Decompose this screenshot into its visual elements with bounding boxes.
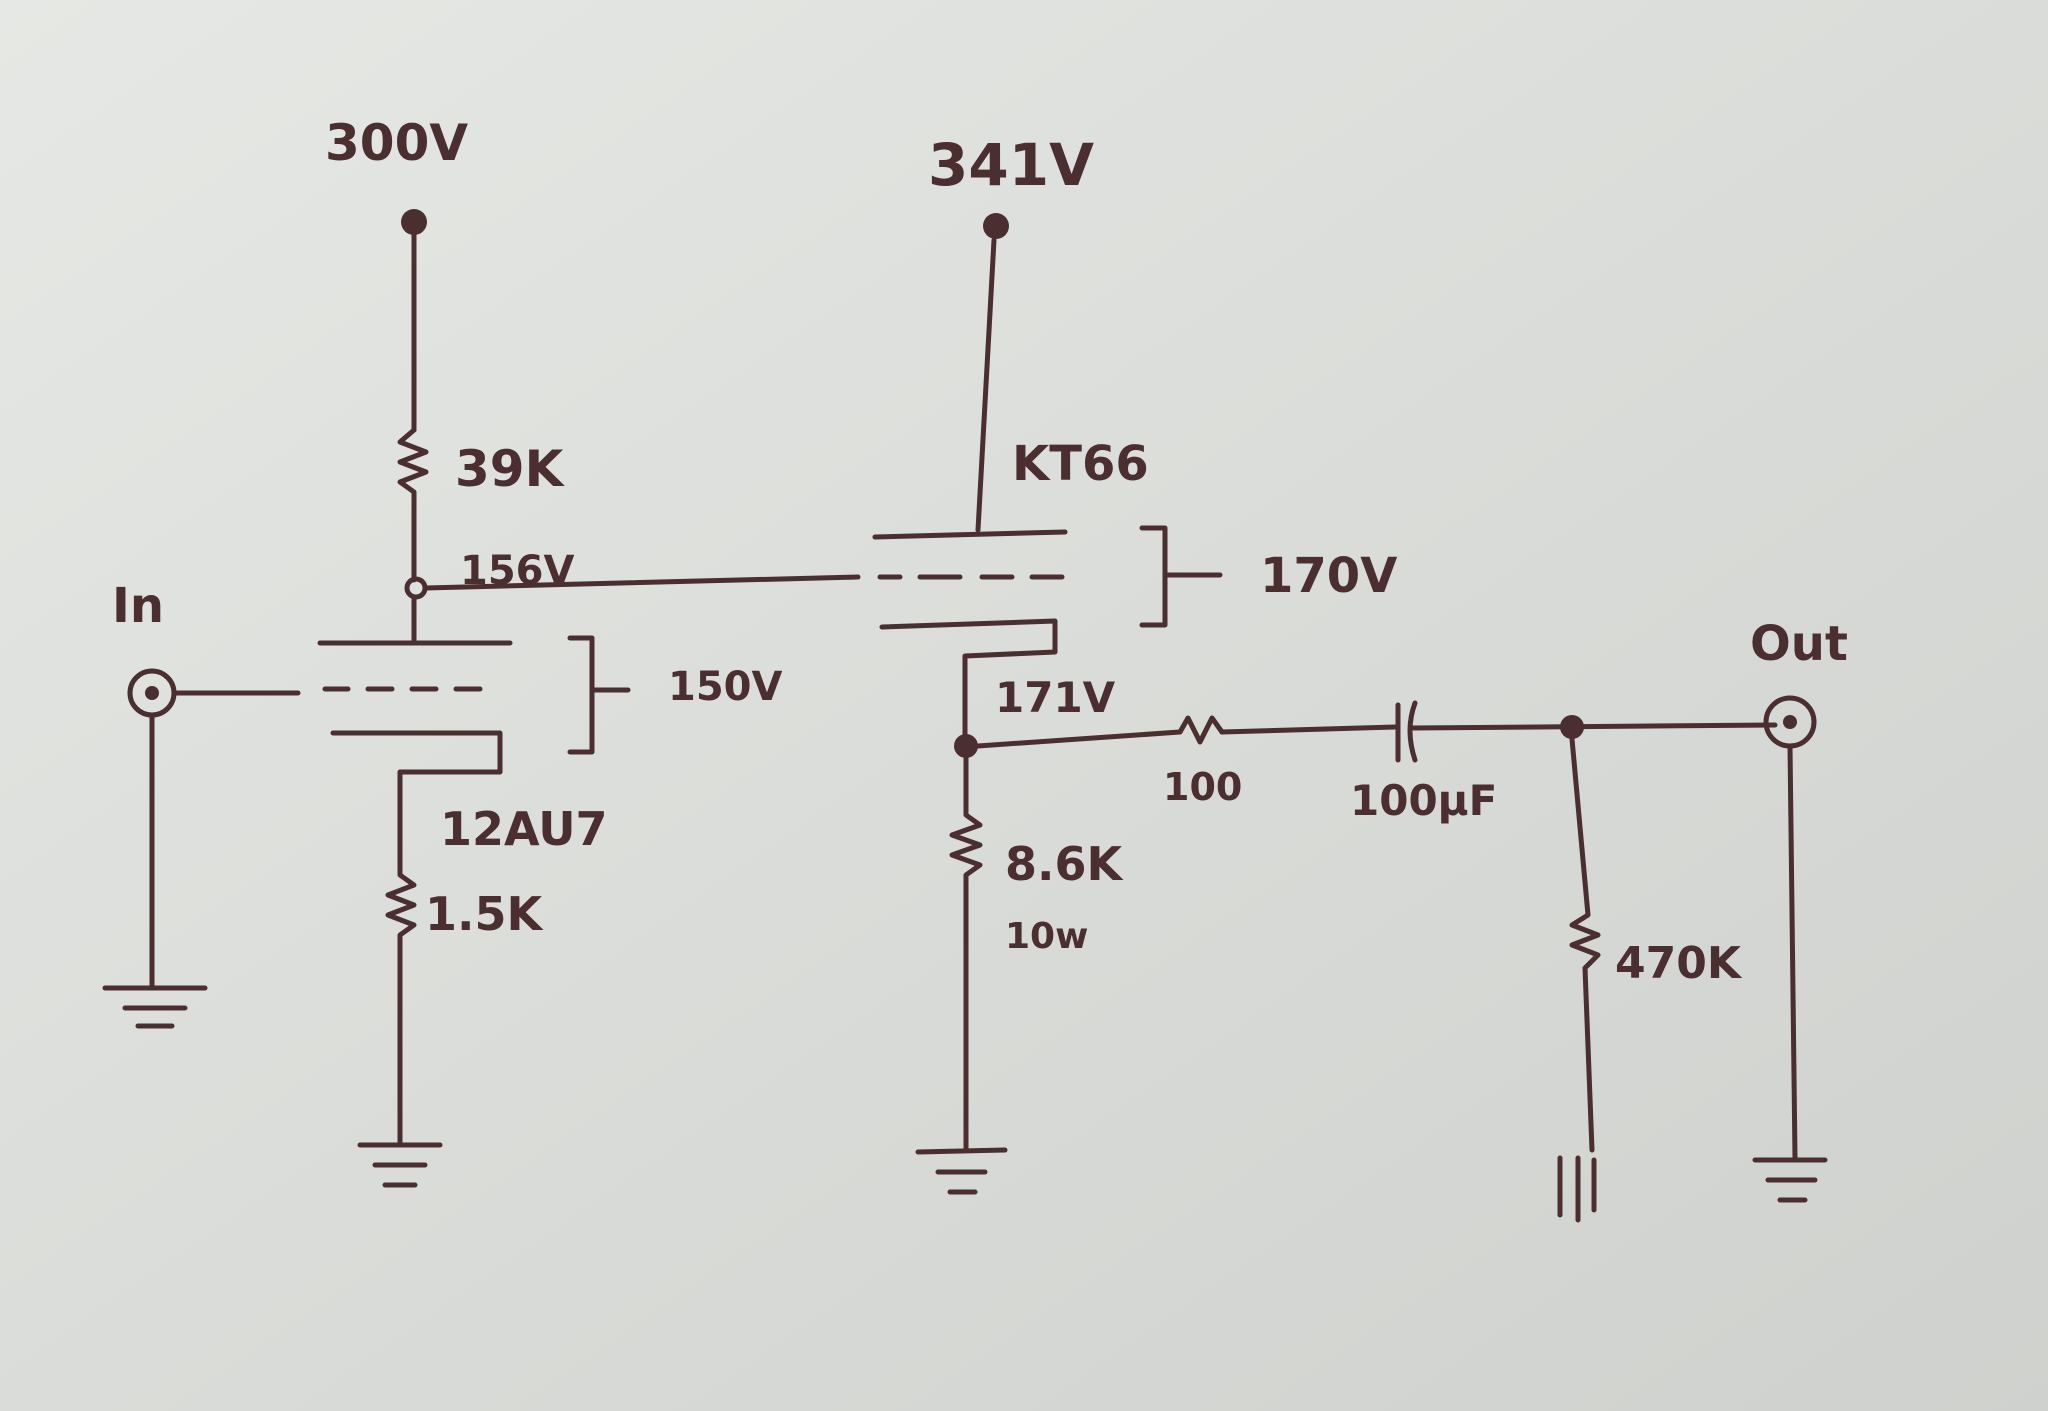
resistor-470k [1569,736,1601,1153]
supply-label-right: 341V [928,131,1094,199]
plate-voltage-label: 156V [460,548,574,594]
ground-symbol-output [1752,1157,1828,1203]
output-node [1560,715,1584,739]
resistor-8-6k-label: 8.6K [1005,837,1124,891]
cathode-voltage-label: 171V [995,673,1116,722]
supply-label-left: 300V [325,114,468,172]
output-jack-center [1783,715,1797,729]
ground-symbol-cathode-right [915,1147,1008,1195]
tube-right-plate [872,529,1068,540]
tube-left-label: 12AU7 [440,802,608,856]
ground-symbol-470k [1557,1155,1597,1223]
resistor-1-5k-label: 1.5K [425,887,544,941]
wire-plate-to-grid [422,574,861,591]
capacitor-100uf [1395,700,1418,763]
resistor-100 [1177,715,1225,745]
resistor-power-label: 10w [1005,916,1088,957]
input-jack-center [145,686,159,700]
resistor-1-5k [385,809,417,1145]
output-label: Out [1750,616,1848,672]
tube-left-cathode [330,730,503,815]
supply-terminal-right [983,213,1009,239]
wire-series [1219,724,1398,735]
wire-cap-to-out [1409,722,1778,731]
resistor-470k-label: 470K [1615,938,1743,989]
wire-supply-right [975,237,997,533]
capacitor-label: 100µF [1350,776,1497,825]
cathode-node-right [954,734,978,758]
bracket-left [567,635,631,755]
bracket-right [1139,525,1223,628]
resistor-100-label: 100 [1163,765,1242,809]
wire-cathode-out [975,729,1183,749]
supply-terminal-left [401,209,427,235]
wire-output-ground [1787,743,1798,1161]
grid-bias-left-label: 150V [668,664,782,710]
tube-right-label: KT66 [1012,436,1149,492]
input-label: In [112,578,164,634]
ground-symbol-input [102,985,208,1029]
resistor-39k-label: 39K [455,440,566,498]
resistor-8-6k [949,755,983,1153]
resistor-39k [397,427,429,583]
ground-symbol-left [357,1142,443,1188]
grid-bias-right-label: 170V [1260,548,1397,604]
tube-right-cathode [879,618,1058,748]
